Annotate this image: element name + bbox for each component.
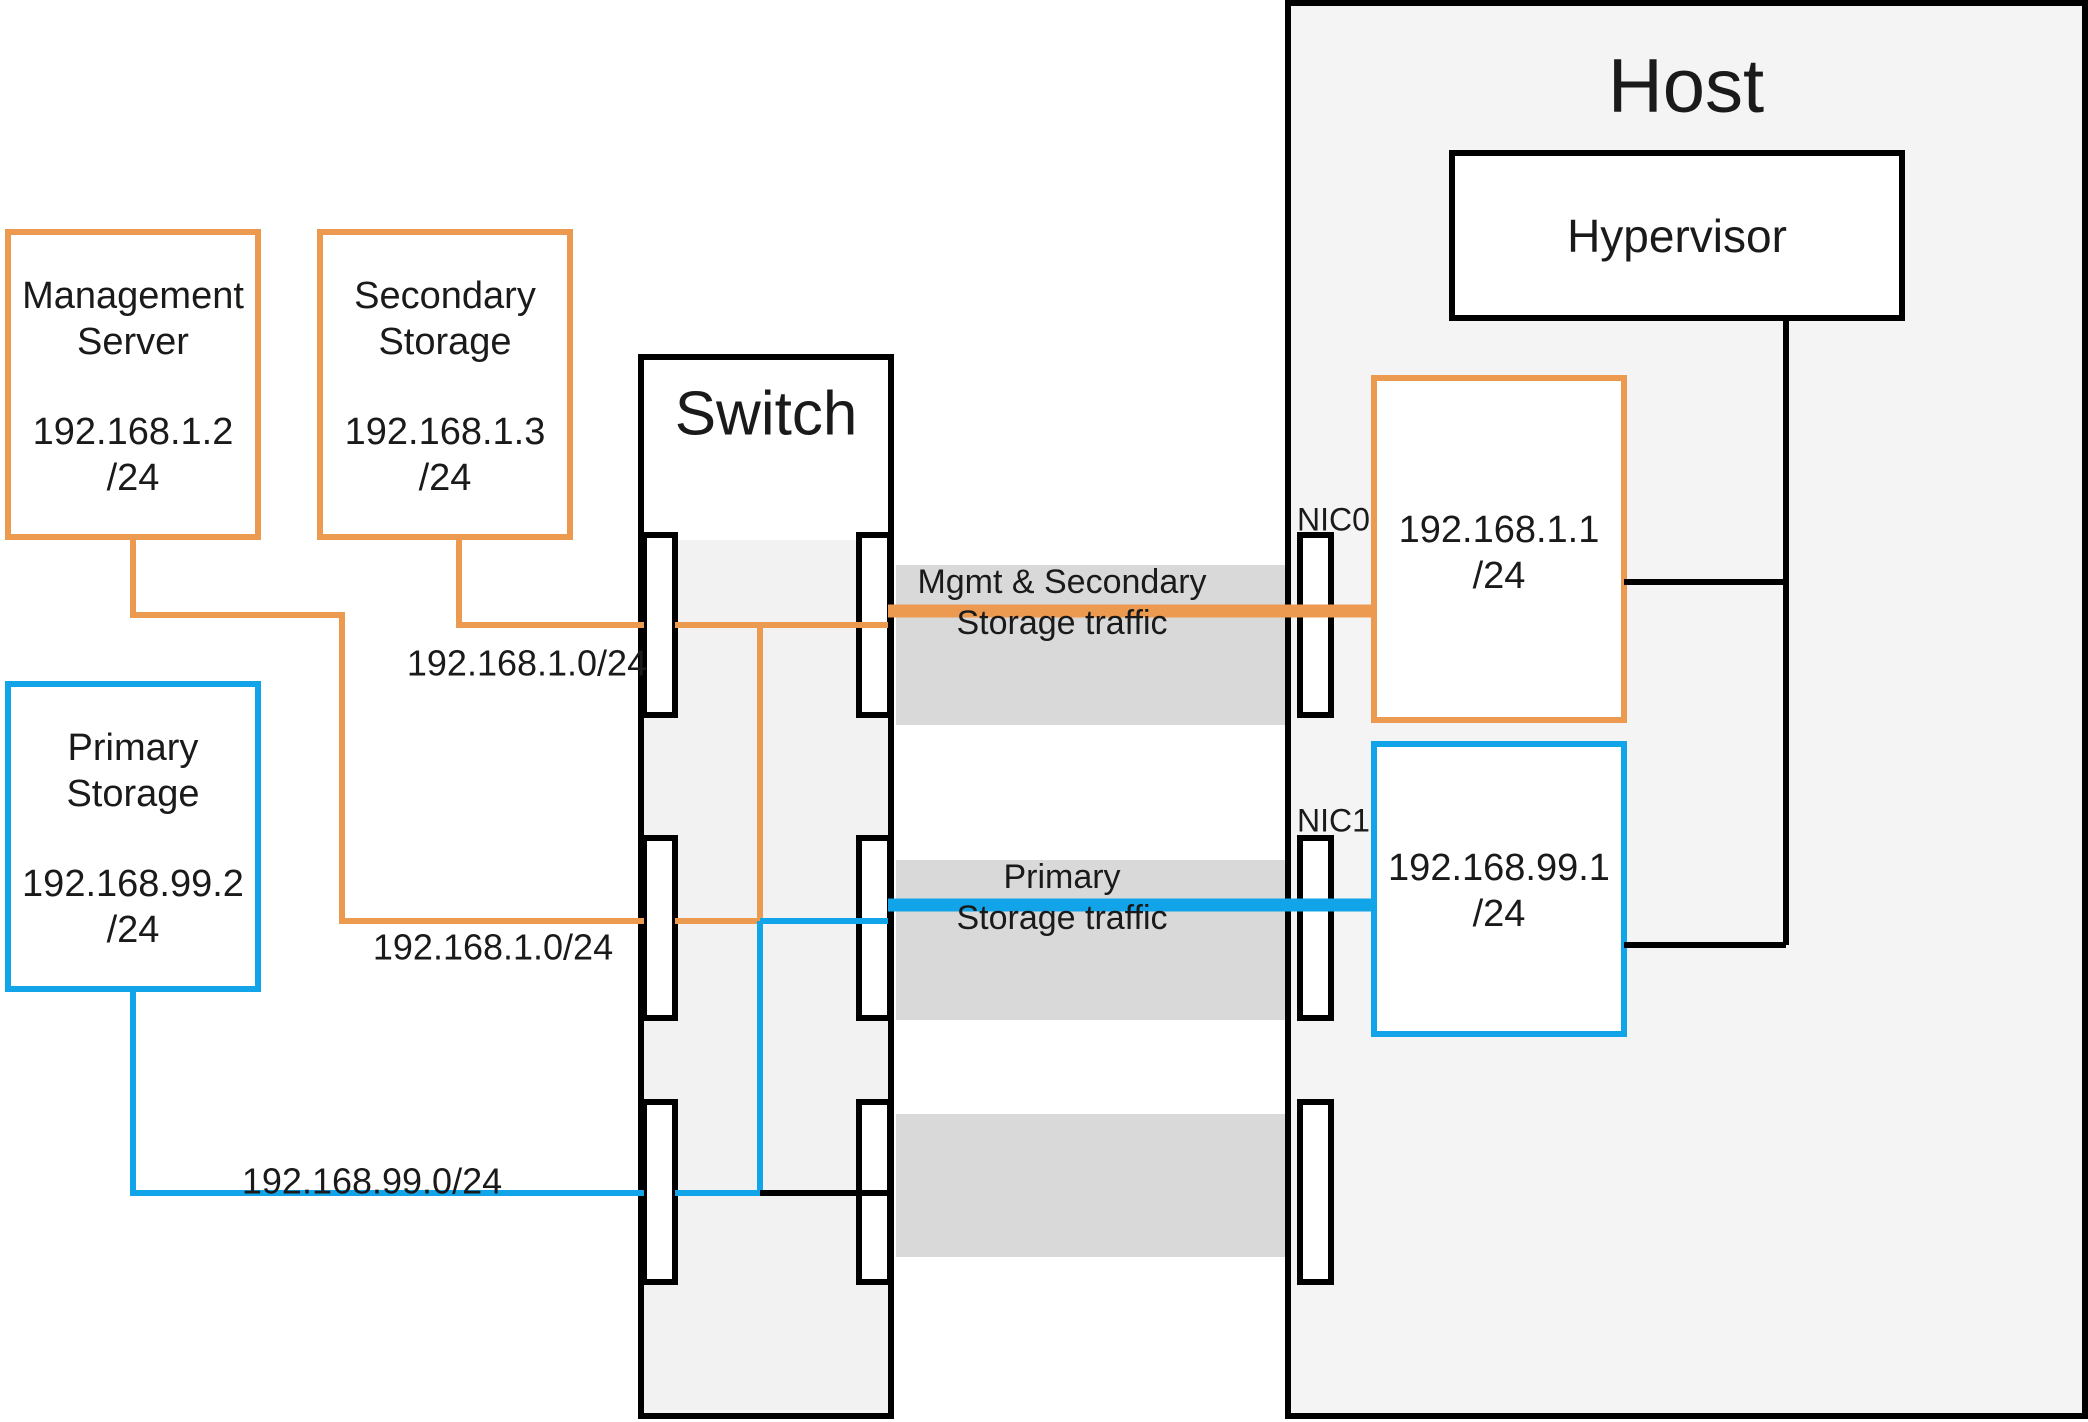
primary-storage-ip-line2: /24 <box>107 909 160 951</box>
secondary-storage-label-line2: Storage <box>378 321 511 363</box>
mgmt-server-link-orange <box>130 537 644 924</box>
traffic-band-unlabeled <box>896 1114 1296 1257</box>
switch-title-area <box>644 360 888 540</box>
management-server-label-line2: Server <box>77 321 189 363</box>
nic0-port-label: NIC0 <box>1297 501 1370 537</box>
secondary-storage-label-line1: Secondary <box>354 275 536 317</box>
switch-blue-bus <box>675 918 888 1196</box>
primary-storage-label-line2: Storage <box>66 773 199 815</box>
network-label-mgmt-lower: 192.168.1.0/24 <box>373 927 613 968</box>
nic0-ip-line2: /24 <box>1473 555 1526 597</box>
switch-orange-bus <box>675 622 888 924</box>
hypervisor-label: Hypervisor <box>1567 210 1787 262</box>
host-nic2-port[interactable] <box>1297 1099 1334 1285</box>
secondary-storage-ip-line1: 192.168.1.3 <box>345 411 546 453</box>
switch-port-right-2[interactable] <box>856 835 893 1021</box>
traffic-label-mgmt-line1: Mgmt & Secondary <box>917 563 1206 601</box>
secondary-storage-ip-line2: /24 <box>419 457 472 499</box>
traffic-label-mgmt-line2: Storage traffic <box>956 604 1167 642</box>
traffic-label-primary-line1: Primary <box>1003 858 1120 896</box>
network-label-primary: 192.168.99.0/24 <box>242 1161 502 1202</box>
host-nic1-port[interactable] <box>1297 835 1334 1021</box>
nic1-ip-line1: 192.168.99.1 <box>1388 847 1610 889</box>
secondary-storage-link-orange <box>456 537 644 628</box>
nic0-ip-line1: 192.168.1.1 <box>1399 509 1600 551</box>
management-server-box[interactable] <box>5 229 261 540</box>
nic0-ip-box[interactable] <box>1371 375 1627 723</box>
primary-storage-ip-line1: 192.168.99.2 <box>22 863 244 905</box>
host-nic0-port[interactable] <box>1297 532 1334 718</box>
primary-storage-link-blue <box>130 989 644 1196</box>
primary-storage-label-line1: Primary <box>68 727 199 769</box>
management-server-ip-line2: /24 <box>107 457 160 499</box>
management-server-label-line1: Management <box>22 275 244 317</box>
switch-port-left-2[interactable] <box>641 835 678 1021</box>
management-server-ip-line1: 192.168.1.2 <box>33 411 234 453</box>
secondary-storage-box[interactable] <box>317 229 573 540</box>
traffic-band-mgmt-secondary <box>896 565 1296 725</box>
host-title: Host <box>1608 44 1764 129</box>
hypervisor-box[interactable] <box>1449 150 1905 321</box>
network-label-mgmt-upper: 192.168.1.0/24 <box>407 643 647 684</box>
nic1-port-label: NIC1 <box>1297 802 1370 838</box>
traffic-band-primary-storage <box>896 860 1296 1020</box>
nic1-ip-box[interactable] <box>1371 741 1627 1037</box>
nic1-ip-line2: /24 <box>1473 893 1526 935</box>
switch-title: Switch <box>675 379 858 448</box>
traffic-label-primary-line2: Storage traffic <box>956 899 1167 937</box>
